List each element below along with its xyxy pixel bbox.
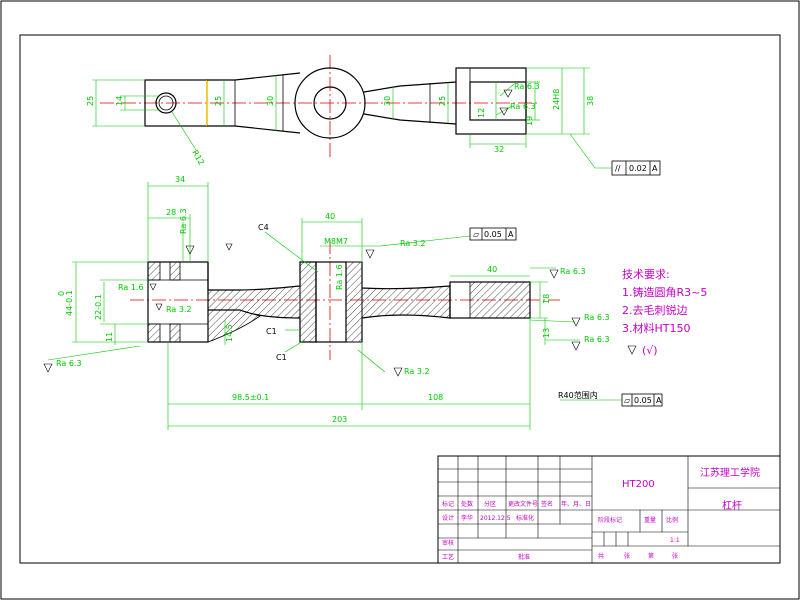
dim-hub-left: 30 <box>266 96 275 106</box>
rough-right-63: Ra 6.3 <box>560 267 586 276</box>
dim-145: 14.5 <box>225 324 234 342</box>
dim-slot-width: 12 <box>477 108 486 118</box>
part-name: 杠杆 <box>722 499 742 512</box>
dim-11: 11 <box>105 332 114 342</box>
dim-top-28: 28 <box>166 208 176 217</box>
rough-top-2: Ra 6.3 <box>510 102 536 111</box>
tech-heading: 技术要求: <box>622 268 670 281</box>
dim-hub-right: 30 <box>383 96 392 106</box>
svg-text:0.05: 0.05 <box>484 230 502 239</box>
inner-border <box>19 34 781 564</box>
dim-len-total: 203 <box>332 415 347 424</box>
svg-text:工艺: 工艺 <box>442 553 454 561</box>
dim-22: 22-0.1 <box>94 294 103 320</box>
svg-text:批准: 批准 <box>518 553 530 561</box>
svg-text:签名: 签名 <box>541 500 553 508</box>
svg-text:更改文件号: 更改文件号 <box>508 500 538 508</box>
dim-h13: 13 <box>542 328 551 338</box>
svg-text:阶段标记: 阶段标记 <box>598 516 622 524</box>
svg-text:张: 张 <box>672 552 678 560</box>
svg-text:A: A <box>508 230 514 239</box>
dim-slot-inner: 19 <box>525 116 534 126</box>
dim-neck2: 25 <box>438 96 447 106</box>
dim-len-right: 108 <box>428 393 443 402</box>
rough-12-left: Ra 1.6 <box>118 283 144 292</box>
rough-32-top: Ra 3.2 <box>400 239 426 248</box>
dim-h18: 18 <box>542 294 551 304</box>
front-view: 34 28 C4 40 M8M7 Ra 6.3 Ra 3.2 ⏥ 0.05 A … <box>43 175 663 430</box>
rough-hole-16: Ra 1.6 <box>335 264 344 290</box>
dim-44: 44-0.1 <box>65 290 74 316</box>
tech-item-3: 3.材料HT150 <box>622 321 690 335</box>
svg-text:0.02: 0.02 <box>629 164 647 173</box>
dim-left-inner: 14 <box>115 96 124 106</box>
rough-left-63: Ra 6.3 <box>56 359 82 368</box>
range-note: R40范围内 <box>558 390 598 400</box>
tolerance-frame-range: ⏥ 0.05 A <box>621 393 663 407</box>
tech-item-2: 2.去毛刺锐边 <box>622 303 688 317</box>
dim-right-outer: 24H8 <box>552 89 561 110</box>
dim-right-height: 38 <box>586 96 595 106</box>
svg-text:李华: 李华 <box>461 514 473 522</box>
dim-thread: M8M7 <box>324 237 348 246</box>
tolerance-frame-top: // 0.02 A <box>611 160 661 176</box>
material: HT200 <box>622 479 655 490</box>
dim-width-40: 40 <box>325 212 335 221</box>
technical-requirements: 技术要求: 1.铸造圆角R3~5 2.去毛刺锐边 3.材料HT150 (√) <box>622 268 707 357</box>
svg-text:A: A <box>656 396 662 405</box>
dim-top-34: 34 <box>175 175 185 184</box>
svg-text:分区: 分区 <box>484 500 496 508</box>
dim-neck1: 25 <box>214 96 223 106</box>
svg-text:0.05: 0.05 <box>634 396 652 405</box>
tolerance-frame-flat: ⏥ 0.05 A <box>469 227 517 241</box>
chamfer-c1-b: C1 <box>276 353 287 362</box>
dim-left-height: 25 <box>86 96 95 106</box>
chamfer-c4: C4 <box>258 223 269 232</box>
dim-0: 0 <box>57 291 66 296</box>
rough-top-left: Ra 6.3 <box>179 208 188 234</box>
svg-text:⏥: ⏥ <box>624 396 631 405</box>
svg-text:A: A <box>652 164 658 173</box>
school-name: 江苏理工学院 <box>700 466 760 479</box>
dim-right-40: 40 <box>487 265 497 274</box>
svg-text:共: 共 <box>598 552 604 560</box>
tech-item-1: 1.铸造圆角R3~5 <box>622 285 707 299</box>
svg-text:比例: 比例 <box>666 516 678 524</box>
svg-text:标准化: 标准化 <box>516 514 534 522</box>
rough-top-1: Ra 6.3 <box>514 82 540 91</box>
rough-63-c: Ra 6.3 <box>584 335 610 344</box>
top-view: 25 14 R12 25 30 30 25 12 19 24H8 38 32 R… <box>86 55 661 176</box>
rough-32-left: Ra 3.2 <box>166 305 192 314</box>
svg-text:审核: 审核 <box>442 539 454 547</box>
tech-rough-symbol: (√) <box>642 344 658 357</box>
svg-text:张: 张 <box>624 552 630 560</box>
scale: 1:1 <box>670 537 680 544</box>
chamfer-c1-a: C1 <box>266 327 277 336</box>
dim-radius: R12 <box>190 149 206 167</box>
svg-text:处数: 处数 <box>461 500 473 508</box>
title-block: HT200 江苏理工学院 杠杆 标记 处数 分区 更改文件号 签名 年、月、日 … <box>437 455 781 564</box>
svg-text:2012.12.5: 2012.12.5 <box>480 515 511 522</box>
svg-text:⏥: ⏥ <box>473 230 480 239</box>
dim-bottom-width: 32 <box>494 145 504 154</box>
roughness-symbol-icon <box>627 345 637 355</box>
svg-text:重量: 重量 <box>644 516 656 524</box>
svg-text:标记: 标记 <box>442 500 454 508</box>
dim-len-left: 98.5±0.1 <box>232 393 269 402</box>
svg-text://: // <box>615 164 621 173</box>
rough-32-bottom: Ra 3.2 <box>404 367 430 376</box>
rough-63-b: Ra 6.3 <box>584 313 610 322</box>
svg-text:设计: 设计 <box>442 514 454 522</box>
svg-text:第: 第 <box>648 552 654 560</box>
svg-text:年、月、日: 年、月、日 <box>561 500 591 508</box>
